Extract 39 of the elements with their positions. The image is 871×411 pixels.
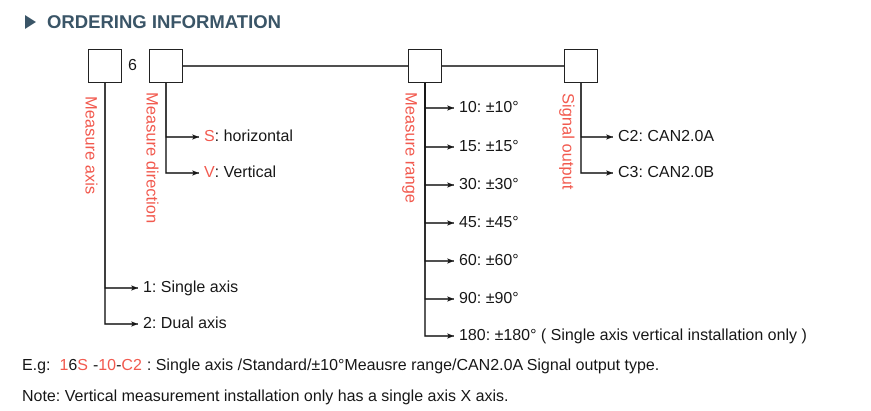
code-box (149, 49, 183, 83)
example-code-text: C2 (121, 356, 142, 376)
option-code: V (204, 163, 215, 183)
connector-line (183, 65, 408, 67)
connector-line (442, 65, 564, 67)
example-code-text: 10 (98, 356, 116, 376)
option-label: 90: ±90° (459, 289, 519, 309)
vertical-label: Signal output (559, 93, 576, 190)
option-label: : Vertical (214, 163, 276, 183)
example-prefix: E.g: (22, 356, 50, 376)
vertical-label: Measure axis (82, 96, 98, 194)
code-digit: 6 (128, 56, 137, 76)
note-text: Note: Vertical measurement installation only has a single axis X axis. (22, 387, 508, 407)
vertical-label: Measure direction (143, 92, 160, 224)
option-label: 15: ±15° (459, 137, 519, 157)
arrow (165, 83, 199, 176)
option-label: 2: Dual axis (143, 314, 227, 334)
example-code-text: S (77, 356, 88, 376)
option-label: 45: ±45° (459, 213, 519, 233)
option-label: 180: ±180° ( Single axis vertical installation only ) (459, 326, 807, 346)
arrow (580, 83, 613, 176)
example-code-text: - (92, 356, 98, 376)
code-box (88, 49, 122, 83)
option-code: S (204, 127, 215, 147)
example-code-text: 6 (68, 356, 78, 376)
example-description: : Single axis /Standard/±10°Meausre range/CAN2.0A Signal output type. (146, 356, 660, 376)
option-label: 10: ±10° (459, 98, 519, 118)
example-code-text: - (116, 356, 122, 376)
title: ORDERING INFORMATION (47, 10, 281, 34)
option-label: 1: Single axis (143, 278, 238, 298)
option-label: 30: ±30° (459, 175, 519, 195)
example-code-text: 1 (59, 356, 68, 376)
option-label: : horizontal (214, 127, 293, 147)
vertical-label: Measure range (402, 92, 418, 203)
option-label: C3: CAN2.0B (618, 163, 714, 183)
option-label: C2: CAN2.0A (618, 127, 714, 147)
code-box (564, 49, 598, 83)
code-box (408, 49, 442, 83)
option-label: 60: ±60° (459, 251, 519, 271)
